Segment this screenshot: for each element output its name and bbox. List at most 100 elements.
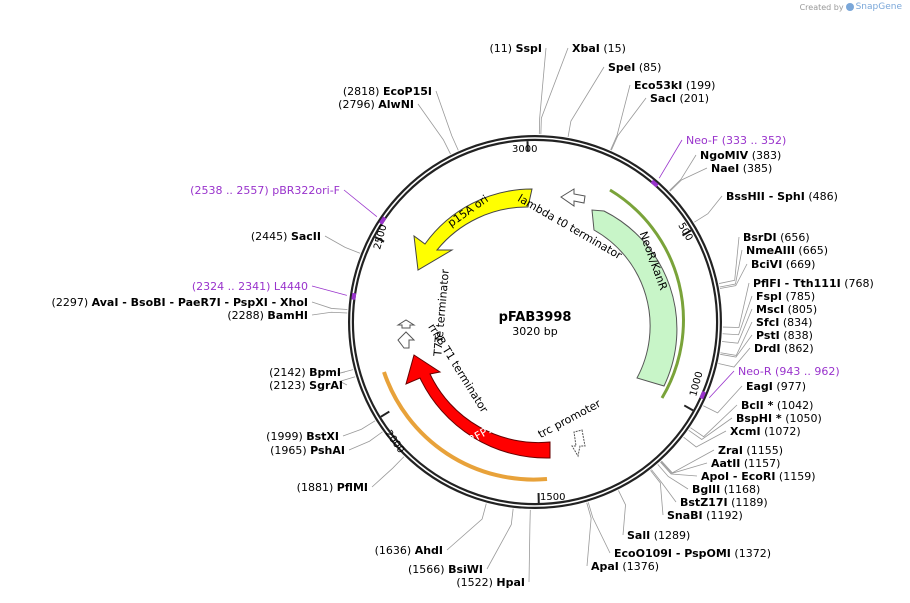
site-label[interactable]: ApaI (1376) (591, 560, 659, 573)
site-leader-line (660, 461, 698, 477)
site-label[interactable]: (1566) BsiWI (408, 563, 483, 576)
site-position: (201) (679, 92, 709, 105)
feature-neor-arrow[interactable] (591, 209, 678, 387)
site-name: AhdI (415, 544, 443, 557)
site-label[interactable]: PflFI - Tth111I (768) (753, 277, 874, 290)
site-position: (1155) (746, 444, 783, 457)
site-label[interactable]: BsrDI (656) (743, 231, 810, 244)
site-label[interactable]: NaeI (385) (711, 162, 772, 175)
site-label[interactable]: (11) SspI (489, 42, 542, 55)
site-label[interactable]: BstZ17I (1189) (680, 496, 768, 509)
site-name: BclI * (741, 399, 774, 412)
site-label[interactable]: SnaBI (1192) (667, 509, 743, 522)
site-leader-line (348, 431, 383, 451)
site-label[interactable]: SalI (1289) (627, 529, 690, 542)
primer-label[interactable]: Neo-F (333 .. 352) (686, 134, 786, 147)
site-label[interactable]: (2796) AlwNI (338, 98, 414, 111)
site-label[interactable]: (1881) PflMI (297, 481, 368, 494)
site-name: EcoP15I (383, 85, 432, 98)
site-leader-line (688, 417, 733, 440)
site-label[interactable]: FspI (785) (756, 290, 815, 303)
primer-label[interactable]: Neo-R (943 .. 962) (738, 365, 840, 378)
site-position: (2445) (251, 230, 288, 243)
feature-lambda-terminator-arrow[interactable] (560, 188, 586, 207)
site-label[interactable]: BssHII - SphI (486) (726, 190, 838, 203)
primer-leader-line (658, 139, 683, 179)
primer-leader-line (343, 189, 378, 217)
site-name: AvaI - BsoBI - PaeR7I - PspXI - XhoI (92, 296, 308, 309)
site-label[interactable]: DrdI (862) (754, 342, 814, 355)
feature-trc-promoter-arrow[interactable] (571, 429, 586, 458)
site-label[interactable]: (2445) SacII (251, 230, 321, 243)
site-label[interactable]: Eco53kI (199) (634, 79, 715, 92)
site-label[interactable]: (2142) BpmI (269, 366, 341, 379)
site-label[interactable]: SpeI (85) (608, 61, 661, 74)
tick-mark (374, 236, 385, 243)
feature-rrnb-terminator-arrow[interactable] (397, 331, 416, 349)
site-label[interactable]: (1636) AhdI (375, 544, 443, 557)
site-label[interactable]: (2123) SgrAI (269, 379, 343, 392)
site-label[interactable]: (2818) EcoP15I (343, 85, 432, 98)
site-position: (1289) (654, 529, 691, 542)
tick-mark (683, 404, 694, 412)
site-name: NaeI (711, 162, 739, 175)
primer-name: Neo-R (738, 365, 772, 378)
site-label[interactable]: SacI (201) (650, 92, 709, 105)
site-label[interactable]: XcmI (1072) (730, 425, 801, 438)
site-label[interactable]: XbaI (15) (572, 42, 626, 55)
feature-mrfp1-track (382, 371, 548, 482)
site-lines (311, 47, 753, 583)
site-label[interactable]: (1999) BstXI (266, 430, 339, 443)
tick-label: 1500 (540, 492, 565, 503)
site-label[interactable]: BclI * (1042) (741, 399, 813, 412)
site-position: (15) (603, 42, 626, 55)
primer-label[interactable]: (2538 .. 2557) pBR322ori-F (190, 184, 340, 197)
site-label[interactable]: AatII (1157) (711, 457, 780, 470)
site-position: (2142) (269, 366, 306, 379)
site-label[interactable]: ZraI (1155) (718, 444, 783, 457)
site-label[interactable]: (1965) PshAI (270, 444, 345, 457)
primer-label[interactable]: (2324 .. 2341) L4440 (192, 280, 308, 293)
site-label[interactable]: BciVI (669) (751, 258, 815, 271)
site-label[interactable]: NgoMIV (383) (700, 149, 781, 162)
site-label[interactable]: (2297) AvaI - BsoBI - PaeR7I - PspXI - X… (52, 296, 308, 309)
site-leader-line (538, 47, 547, 135)
site-label[interactable]: BspHI * (1050) (736, 412, 822, 425)
primer-labels: Neo-F (333 .. 352) Neo-R (943 .. 962) (232… (190, 134, 839, 378)
site-label[interactable]: SfcI (834) (756, 316, 812, 329)
site-label[interactable]: MscI (805) (756, 303, 817, 316)
feature-label-trc-promoter: trc promoter (536, 397, 604, 441)
primer-marks (311, 139, 735, 400)
site-leader-line (528, 509, 531, 583)
site-leader-line (311, 311, 348, 316)
feature-t7te-terminator-arrow[interactable] (396, 319, 416, 329)
site-label[interactable]: BglII (1168) (692, 483, 760, 496)
feature-mrfp1-arrow[interactable] (405, 354, 551, 459)
site-position: (2123) (269, 379, 306, 392)
site-position: (1372) (734, 547, 771, 560)
primer-bind-mark (650, 179, 659, 188)
site-name: SacII (291, 230, 321, 243)
primer-name: Neo-F (686, 134, 718, 147)
site-position: (1522) (456, 576, 493, 589)
site-leader-line (683, 430, 727, 448)
site-position: (665) (798, 244, 828, 257)
site-label[interactable]: ApoI - EcoRI (1159) (701, 470, 816, 483)
site-leader-line (650, 470, 664, 516)
site-name: NmeAIII (746, 244, 795, 257)
site-label[interactable]: (1522) HpaI (456, 576, 525, 589)
site-label[interactable]: EagI (977) (746, 380, 806, 393)
site-position: (2297) (52, 296, 89, 309)
site-label[interactable]: (2288) BamHI (227, 309, 308, 322)
site-leader-line (660, 461, 708, 474)
site-label[interactable]: EcoO109I - PspOMI (1372) (614, 547, 771, 560)
site-leader-line (587, 502, 611, 554)
site-name: BssHII - SphI (726, 190, 805, 203)
site-label[interactable]: PstI (838) (756, 329, 813, 342)
site-name: AatII (711, 457, 740, 470)
site-label[interactable]: NmeAIII (665) (746, 244, 828, 257)
feature-p15a-arrow[interactable] (413, 188, 533, 271)
site-labels: (11) SspI XbaI (15) SpeI (85) Eco53kI (199)… (52, 42, 874, 589)
site-leader-line (610, 97, 647, 151)
site-name: PflFI - Tth111I (753, 277, 841, 290)
